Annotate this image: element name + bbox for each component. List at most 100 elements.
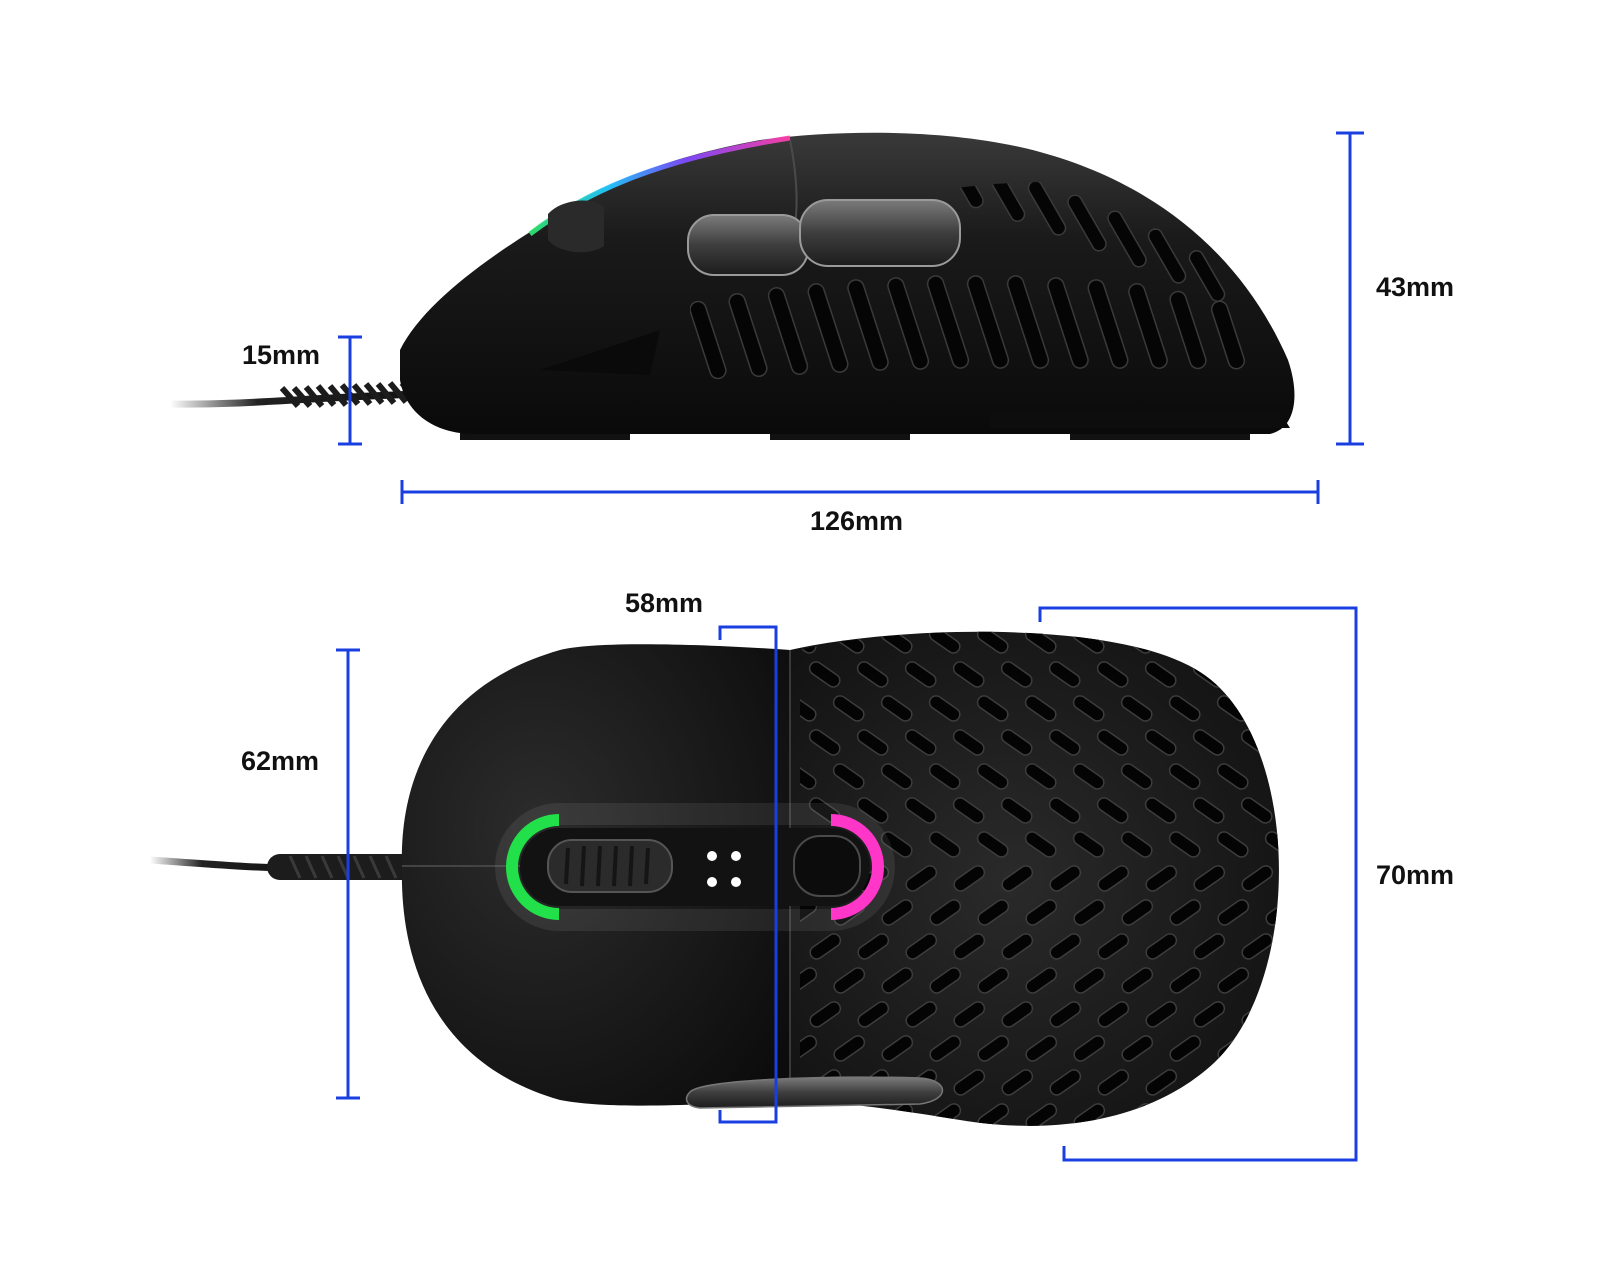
mesh-slot xyxy=(1047,591,1082,621)
mesh-slot xyxy=(1073,967,1106,994)
mesh-slot xyxy=(688,1169,723,1199)
mesh-slot xyxy=(952,797,985,824)
mesh-slot xyxy=(1407,693,1442,723)
dimension-label-length: 126mm xyxy=(810,506,904,536)
mesh-slot xyxy=(1239,523,1274,553)
mesh-slot xyxy=(1311,557,1346,587)
mesh-slot xyxy=(1169,899,1202,926)
mesh-slot xyxy=(976,831,1009,858)
mesh-slot xyxy=(880,695,913,722)
mesh-slot xyxy=(1311,625,1346,655)
mesh-slot xyxy=(1359,557,1394,587)
mesh-slot xyxy=(1265,1035,1279,1062)
mesh-slot xyxy=(1408,965,1443,995)
mesh-slot xyxy=(976,763,1009,790)
mesh-slot xyxy=(975,557,1010,587)
mesh-slot xyxy=(1335,523,1370,553)
mesh-slot xyxy=(1169,1103,1202,1126)
scroll-wheel[interactable] xyxy=(547,839,673,893)
mesh-slot xyxy=(1336,863,1371,893)
mesh-slot xyxy=(1241,933,1274,960)
side-button-back[interactable] xyxy=(687,214,809,276)
mesh-slot xyxy=(952,729,985,756)
dpi-button[interactable] xyxy=(793,835,861,897)
mesh-slot xyxy=(880,763,913,790)
mesh-slot xyxy=(1217,899,1250,926)
mesh-slot xyxy=(1000,797,1033,824)
mesh-slot xyxy=(1239,591,1274,621)
mesh-slot xyxy=(1383,591,1418,621)
mesh-slot xyxy=(927,557,962,587)
mesh-slot xyxy=(1145,865,1178,892)
dimension-label-grip-width: 58mm xyxy=(625,588,704,618)
mesh-slot xyxy=(928,1169,963,1199)
mesh-slot xyxy=(1049,933,1082,960)
mesh-slot xyxy=(1288,999,1323,1029)
mesh-slot xyxy=(928,763,961,790)
mesh-slot xyxy=(1168,695,1201,722)
mesh-slot xyxy=(904,729,937,756)
mesh-slot xyxy=(687,557,722,587)
mesh-slot xyxy=(880,831,913,858)
mesh-slot xyxy=(1216,631,1249,654)
mesh-slot xyxy=(1384,1067,1419,1097)
mesh-slot xyxy=(832,1169,867,1199)
mesh-slot xyxy=(1336,931,1371,961)
mesh-slot xyxy=(857,1001,890,1028)
top-mesh-shell xyxy=(790,631,1279,1126)
mesh-slot xyxy=(1144,729,1177,756)
dim-grip-58 xyxy=(718,625,778,1124)
mesh-slot xyxy=(1312,965,1347,995)
mesh-slot xyxy=(800,763,817,790)
mesh-slot xyxy=(1335,795,1370,825)
mesh-slot xyxy=(1001,1069,1034,1096)
mesh-slot xyxy=(1408,1033,1443,1063)
mesh-slot xyxy=(759,523,794,553)
side-button-forward[interactable] xyxy=(799,199,961,267)
mesh-slot xyxy=(1121,967,1154,994)
mesh-slot xyxy=(663,523,698,553)
mesh-slot xyxy=(1024,1169,1059,1199)
mesh-slot xyxy=(1217,1103,1250,1126)
mesh-slot xyxy=(1241,865,1274,892)
mesh-slot xyxy=(1145,1069,1178,1096)
mouse-top-view xyxy=(149,523,1443,1199)
mesh-slot xyxy=(1264,1169,1299,1199)
mesh-slot xyxy=(1048,729,1081,756)
mesh-slot xyxy=(1240,661,1273,688)
mesh-slot xyxy=(977,967,1010,994)
mesh-slot xyxy=(1384,999,1419,1029)
mesh-slot xyxy=(639,557,674,587)
mesh-slot xyxy=(1311,693,1346,723)
mesh-slot xyxy=(1191,523,1226,553)
mesh-slot xyxy=(1000,729,1033,756)
mesh-slot xyxy=(1263,557,1298,587)
mesh-slot xyxy=(1143,591,1178,621)
mesh-slot xyxy=(1145,933,1178,960)
mesh-slot xyxy=(904,797,937,824)
mesh-slot xyxy=(1359,625,1394,655)
mesh-slot xyxy=(1360,1101,1395,1131)
mesh-slot xyxy=(903,591,938,621)
mesh-slot xyxy=(1335,727,1370,757)
mesh-slot xyxy=(1241,1069,1274,1096)
mesh-slot xyxy=(1025,899,1058,926)
mesh-slot xyxy=(905,865,938,892)
mesh-slot xyxy=(929,899,962,926)
mesh-slot xyxy=(1095,591,1130,621)
mesh-slot xyxy=(857,933,890,960)
mesh-slot xyxy=(977,1035,1010,1062)
mesh-slot xyxy=(1407,829,1442,859)
mesh-slot xyxy=(881,967,914,994)
side-shell xyxy=(400,132,1295,435)
mesh-slot xyxy=(976,1169,1011,1199)
mesh-slot xyxy=(951,591,986,621)
mesh-slot xyxy=(855,591,890,621)
mesh-slot xyxy=(1167,557,1202,587)
mesh-slot xyxy=(1408,1169,1443,1199)
mesh-slot xyxy=(999,591,1034,621)
mesh-slot xyxy=(1097,1069,1130,1096)
mouse-side-view xyxy=(169,132,1295,440)
mesh-slot xyxy=(1360,1169,1395,1199)
